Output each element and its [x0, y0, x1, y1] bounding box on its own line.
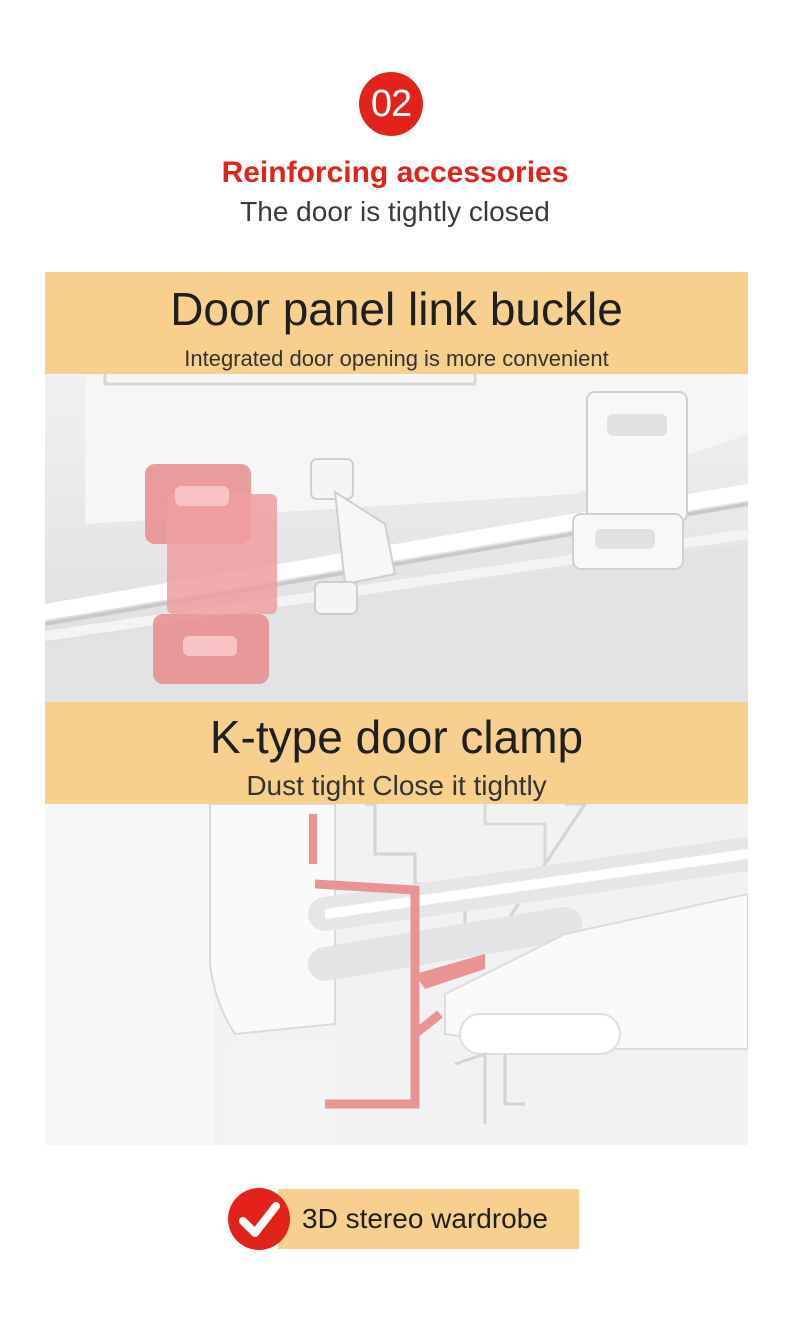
feature-tag: 3D stereo wardrobe	[228, 1188, 579, 1250]
section-heading: Reinforcing accessories	[221, 156, 569, 189]
feature-subtitle: Dust tight Close it tightly	[246, 770, 547, 801]
feature-banner-door-clamp: K-type door clamp Dust tight Close it ti…	[45, 702, 748, 804]
step-number-badge: 02	[359, 72, 423, 136]
feature-title: Door panel link buckle	[170, 283, 623, 335]
link-buckle-illustration	[45, 374, 748, 702]
check-circle-icon	[228, 1188, 290, 1250]
feature-tag-label: 3D stereo wardrobe	[278, 1189, 579, 1249]
door-clamp-illustration	[45, 804, 748, 1145]
feature-title: K-type door clamp	[209, 711, 584, 763]
feature-subtitle: Integrated door opening is more convenie…	[184, 346, 609, 371]
section-subheading: The door is tightly closed	[240, 196, 550, 227]
feature-banner-link-buckle: Door panel link buckle Integrated door o…	[45, 272, 748, 374]
